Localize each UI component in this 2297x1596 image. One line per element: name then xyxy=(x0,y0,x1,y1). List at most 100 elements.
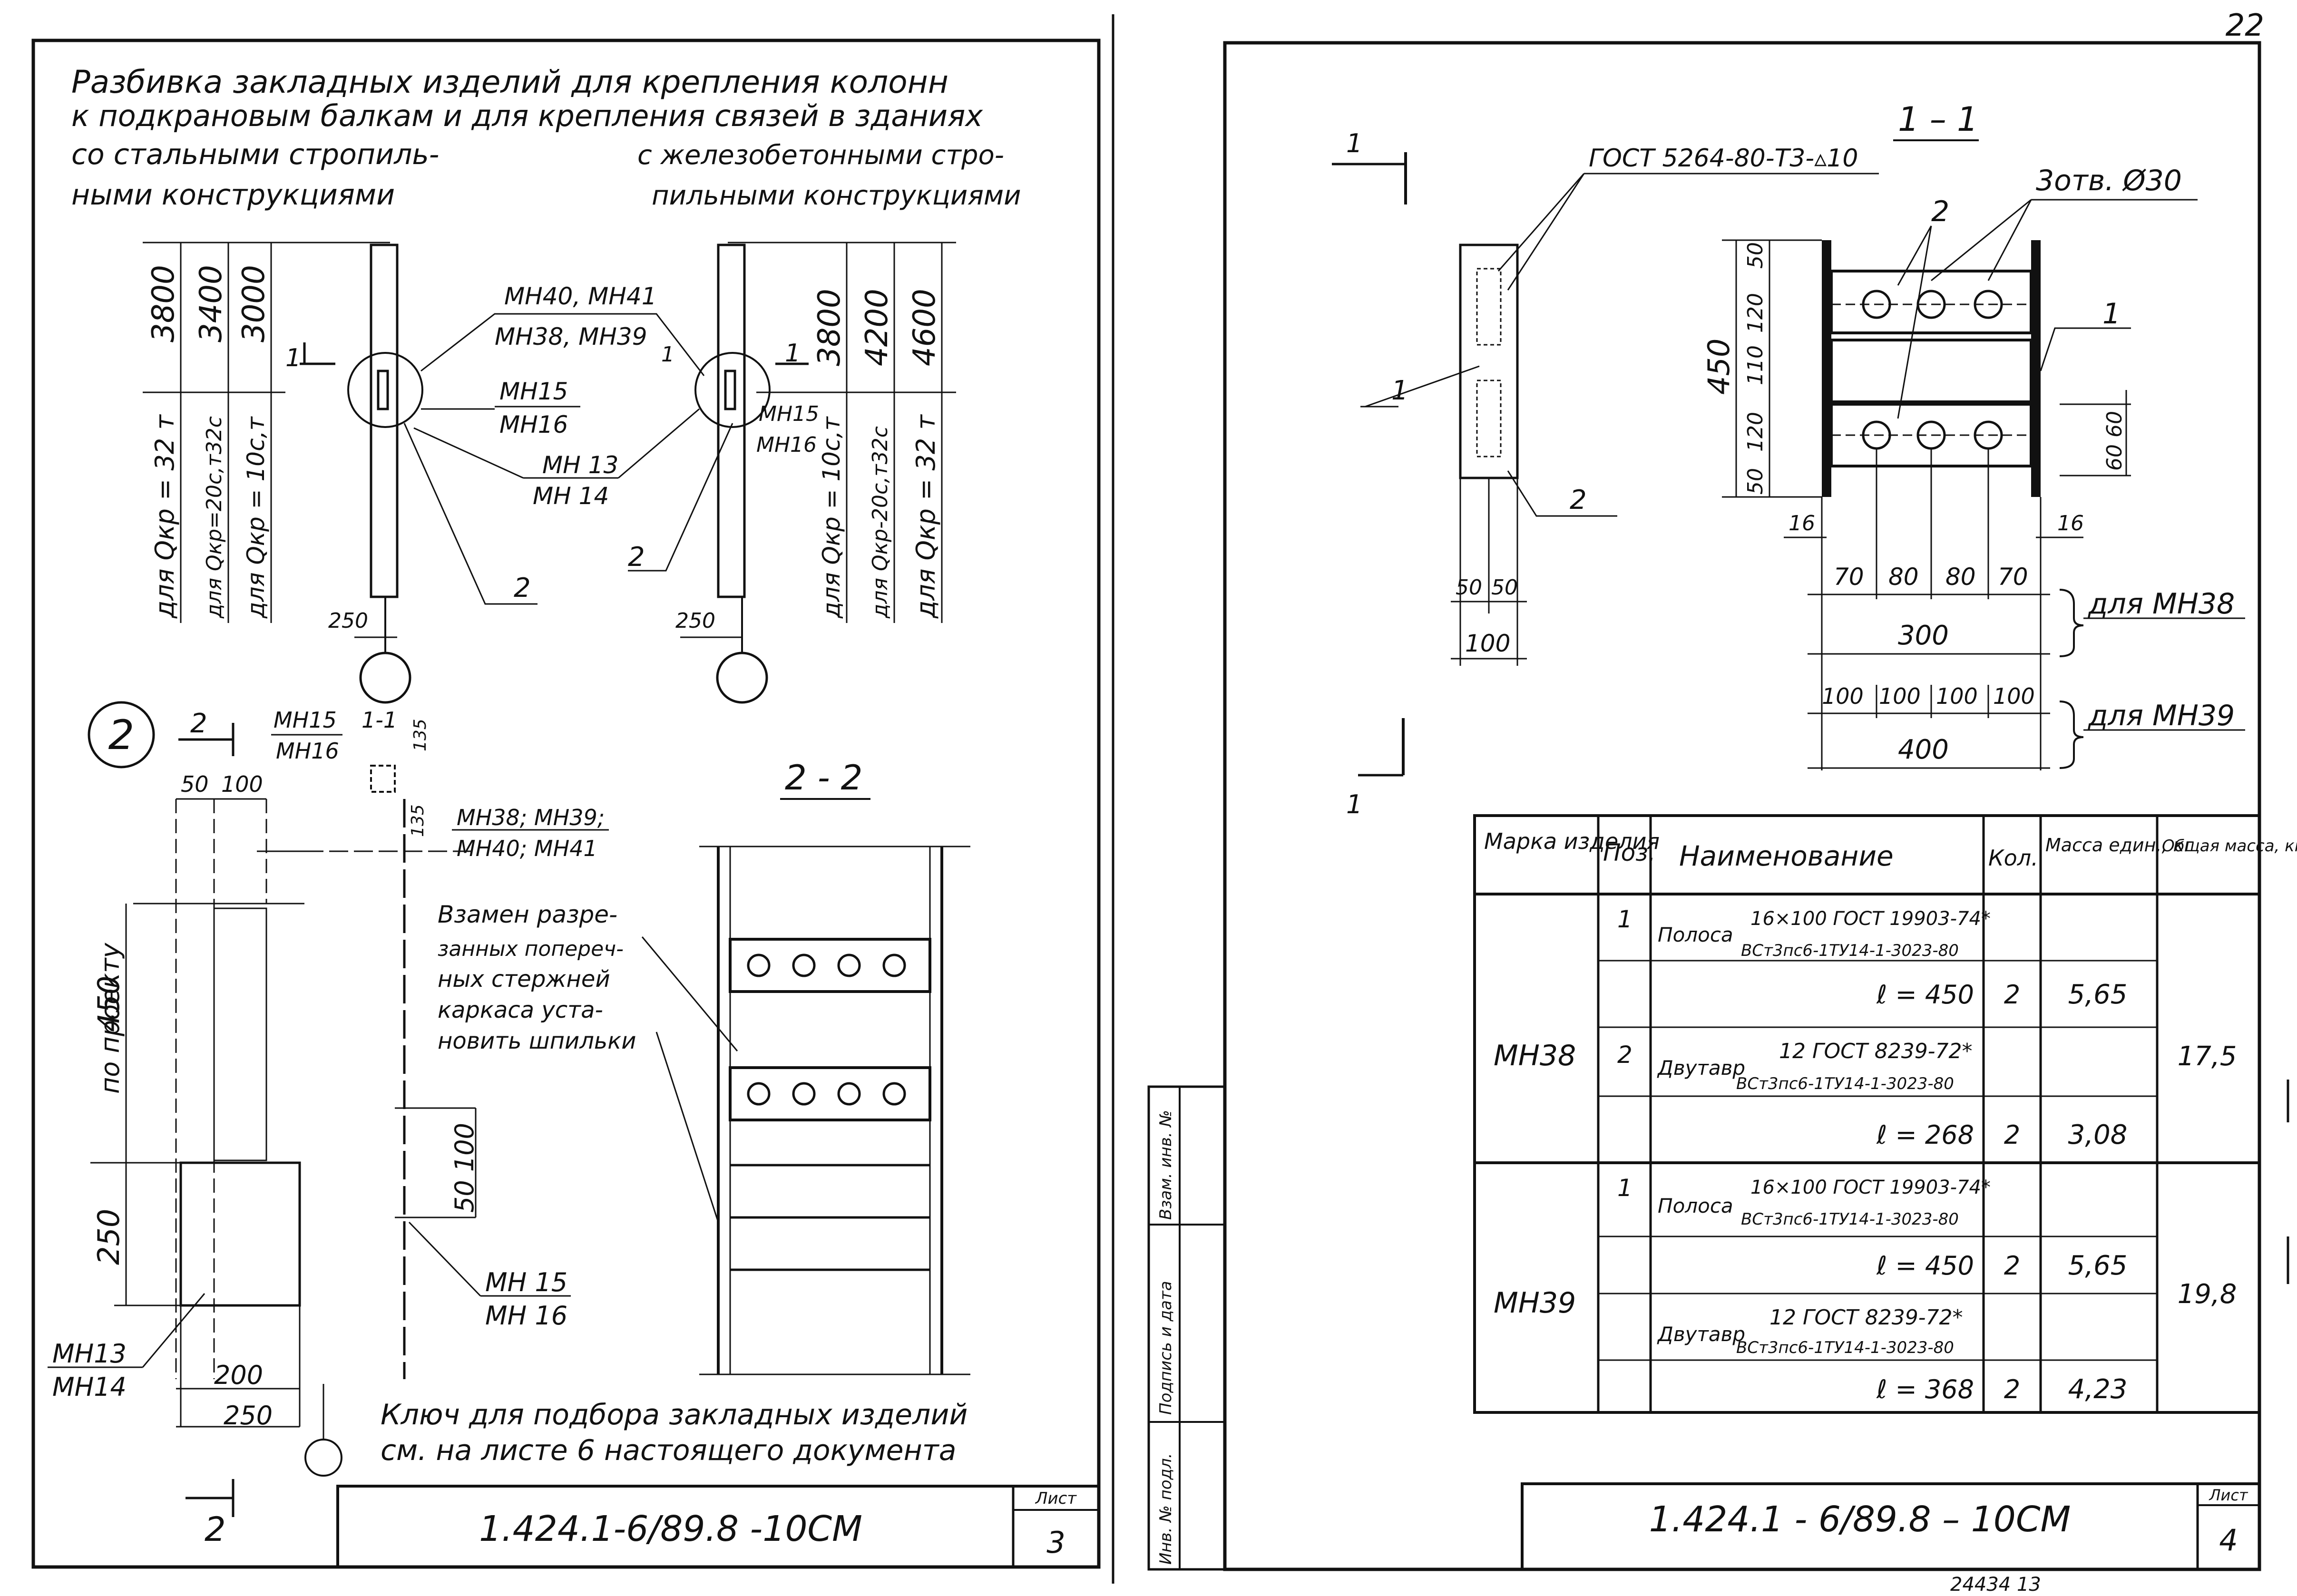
po-proektu: по проекту xyxy=(95,943,125,1094)
row-length: ℓ = 450 xyxy=(1876,980,1974,1010)
plate-lower xyxy=(729,1066,931,1121)
section-2-2-title: 2 - 2 xyxy=(785,758,862,798)
column-left xyxy=(370,243,399,598)
hole-icon xyxy=(747,1082,771,1106)
bolt-holes xyxy=(747,954,906,1106)
row-mark: МН38 xyxy=(1494,1039,1576,1072)
row-name: Двутавр xyxy=(1657,1056,1745,1080)
embed-plate-left xyxy=(377,370,389,410)
dim-200: 200 xyxy=(214,1360,263,1390)
mark-mn15: МН15 xyxy=(499,378,568,405)
mn13-bottom: МН13 xyxy=(52,1339,127,1369)
for-mn38: для МН38 xyxy=(2088,587,2235,621)
specification-table: Марка изделия Поз. Наименование Кол. Мас… xyxy=(1473,814,2297,1414)
th-name: Наименование xyxy=(1679,840,1894,872)
web-top xyxy=(1830,270,2033,334)
footer-small: 24434 13 xyxy=(1950,1574,2041,1596)
section-1-1: 1 – 1 3отв. Ø30 2 1 xyxy=(1701,100,2245,770)
load-right-1: для Qкр = 10с,т xyxy=(818,416,845,619)
row-name-top: 12 ГОСТ 8239-72* xyxy=(1769,1305,1963,1330)
total-400: 400 xyxy=(1898,734,1949,765)
mn14-bottom: МН14 xyxy=(52,1372,127,1402)
row-total: 17,5 xyxy=(2178,1041,2237,1072)
hole-icon xyxy=(1974,420,2003,450)
vdim-110: 110 xyxy=(1743,345,1768,385)
dim-left-3: 3000 xyxy=(236,265,272,342)
hole-icon xyxy=(882,1082,906,1106)
vdim-120-top: 120 xyxy=(1743,293,1768,333)
mark-mn15-small: МН15 xyxy=(759,402,819,426)
row-total: 19,8 xyxy=(2178,1279,2237,1310)
pos-1-section: 1 xyxy=(2102,297,2121,331)
row-name-bottom: ВСт3пс6-1ТУ14-1-3023-80 xyxy=(1741,941,1959,960)
page-number: 22 xyxy=(2226,8,2264,43)
th-qty: Кол. xyxy=(1988,845,2038,871)
hole-icon xyxy=(837,954,861,977)
hole-icon xyxy=(792,1082,816,1106)
load-right-2: для Qкр-20с,т32с xyxy=(868,426,892,619)
hdim-100-d: 100 xyxy=(1993,683,2035,709)
anchor-rod xyxy=(213,907,267,1161)
dim-50: 50 xyxy=(181,771,209,797)
replace-note-1: Взамен разре- xyxy=(438,901,617,928)
plate-side-view: 1 2 50 50 100 xyxy=(1360,243,1617,666)
key-note-1: Ключ для подбора закладных изделий xyxy=(381,1398,968,1431)
section-1-1-title: 1 – 1 xyxy=(1898,100,1978,139)
row-name: Полоса xyxy=(1658,923,1733,946)
right-column-diagram: 250 2 1 МН15 МН16 1 3800 4200 4600 для Q… xyxy=(628,242,956,704)
plate-width-100: 100 xyxy=(1465,630,1510,657)
row-mass: 5,65 xyxy=(2068,979,2128,1010)
table-row: МН39 1 Полоса 16×100 ГОСТ 19903-74* ВСт3… xyxy=(1494,1174,2237,1320)
column-right xyxy=(717,243,746,598)
key-note-2: см. на листе 6 настоящего документа xyxy=(381,1434,957,1467)
row-pos: 1 xyxy=(1617,905,1632,933)
dim-135-a: 135 xyxy=(411,719,430,751)
dim-450-node: 450 xyxy=(91,976,126,1032)
pos-2-section: 2 xyxy=(1931,195,1949,228)
vdim-120-bottom: 120 xyxy=(1743,412,1768,452)
left-stamp-code: 1.424.1-6/89.8 -10СМ xyxy=(479,1508,862,1549)
dim-450-section: 450 xyxy=(1701,339,1736,395)
row-pos: 2 xyxy=(1617,1041,1632,1069)
hdim-70-b: 70 xyxy=(1998,563,2028,591)
left-sheet-number: 3 xyxy=(1046,1525,1065,1560)
mn40-mn41-label: МН40; МН41 xyxy=(457,836,597,861)
mark-mn40-41: МН40, МН41 xyxy=(504,282,657,310)
plate-dim-50-a: 50 xyxy=(1456,575,1482,600)
hdim-100-c: 100 xyxy=(1936,683,1978,709)
left-frame xyxy=(31,39,1101,1569)
embed-plate xyxy=(179,1161,301,1307)
dim-250-node: 250 xyxy=(91,1209,126,1265)
dim-250-left: 250 xyxy=(328,609,368,633)
dim-right-1: 3800 xyxy=(812,289,847,366)
side-stamp-sign: Подпись и дата xyxy=(1156,1281,1175,1415)
row-name-bottom: ВСт3пс6-1ТУ14-1-3023-80 xyxy=(1736,1074,1954,1093)
hole-icon xyxy=(1974,290,2003,319)
dim-135-b: 135 xyxy=(408,804,428,837)
dim-250-right: 250 xyxy=(675,609,715,633)
dim-left-2: 3400 xyxy=(194,265,229,342)
replace-note-2: занных попереч- xyxy=(438,937,624,961)
dim-50-100: 50 100 xyxy=(450,1123,479,1213)
total-300: 300 xyxy=(1898,620,1949,651)
axis-bubble-bottom xyxy=(304,1439,342,1477)
flange-left xyxy=(1822,240,1831,497)
pos-2-side: 2 xyxy=(1570,485,1587,516)
dim-100: 100 xyxy=(221,771,263,797)
node-2-number: 2 xyxy=(108,711,135,759)
side-stamp: Инв. № подл. Подпись и дата Взам. инв. № xyxy=(1147,1085,1226,1571)
table-row: МН38 1 Полоса 16×100 ГОСТ 19903-74* ВСт3… xyxy=(1494,905,2237,1072)
left-sheet-label: Лист xyxy=(1035,1489,1077,1508)
leader-2-right: 2 xyxy=(628,542,645,573)
hole-icon xyxy=(882,954,906,977)
row-name: Полоса xyxy=(1658,1194,1733,1217)
load-right-3: для Qкр = 32 т xyxy=(911,414,941,619)
row-name-top: 12 ГОСТ 8239-72* xyxy=(1779,1039,1973,1063)
mark-mn14: МН 14 xyxy=(533,482,609,510)
dim-60-60: 60 60 xyxy=(2102,411,2127,471)
section-holes xyxy=(1862,290,2003,450)
replace-note: Взамен разре- занных попереч- ных стержн… xyxy=(438,901,738,1223)
left-stamp xyxy=(336,1485,1100,1568)
right-stamp-code: 1.424.1 - 6/89.8 – 10СМ xyxy=(1649,1499,2071,1540)
embed-plate-right xyxy=(724,370,736,410)
